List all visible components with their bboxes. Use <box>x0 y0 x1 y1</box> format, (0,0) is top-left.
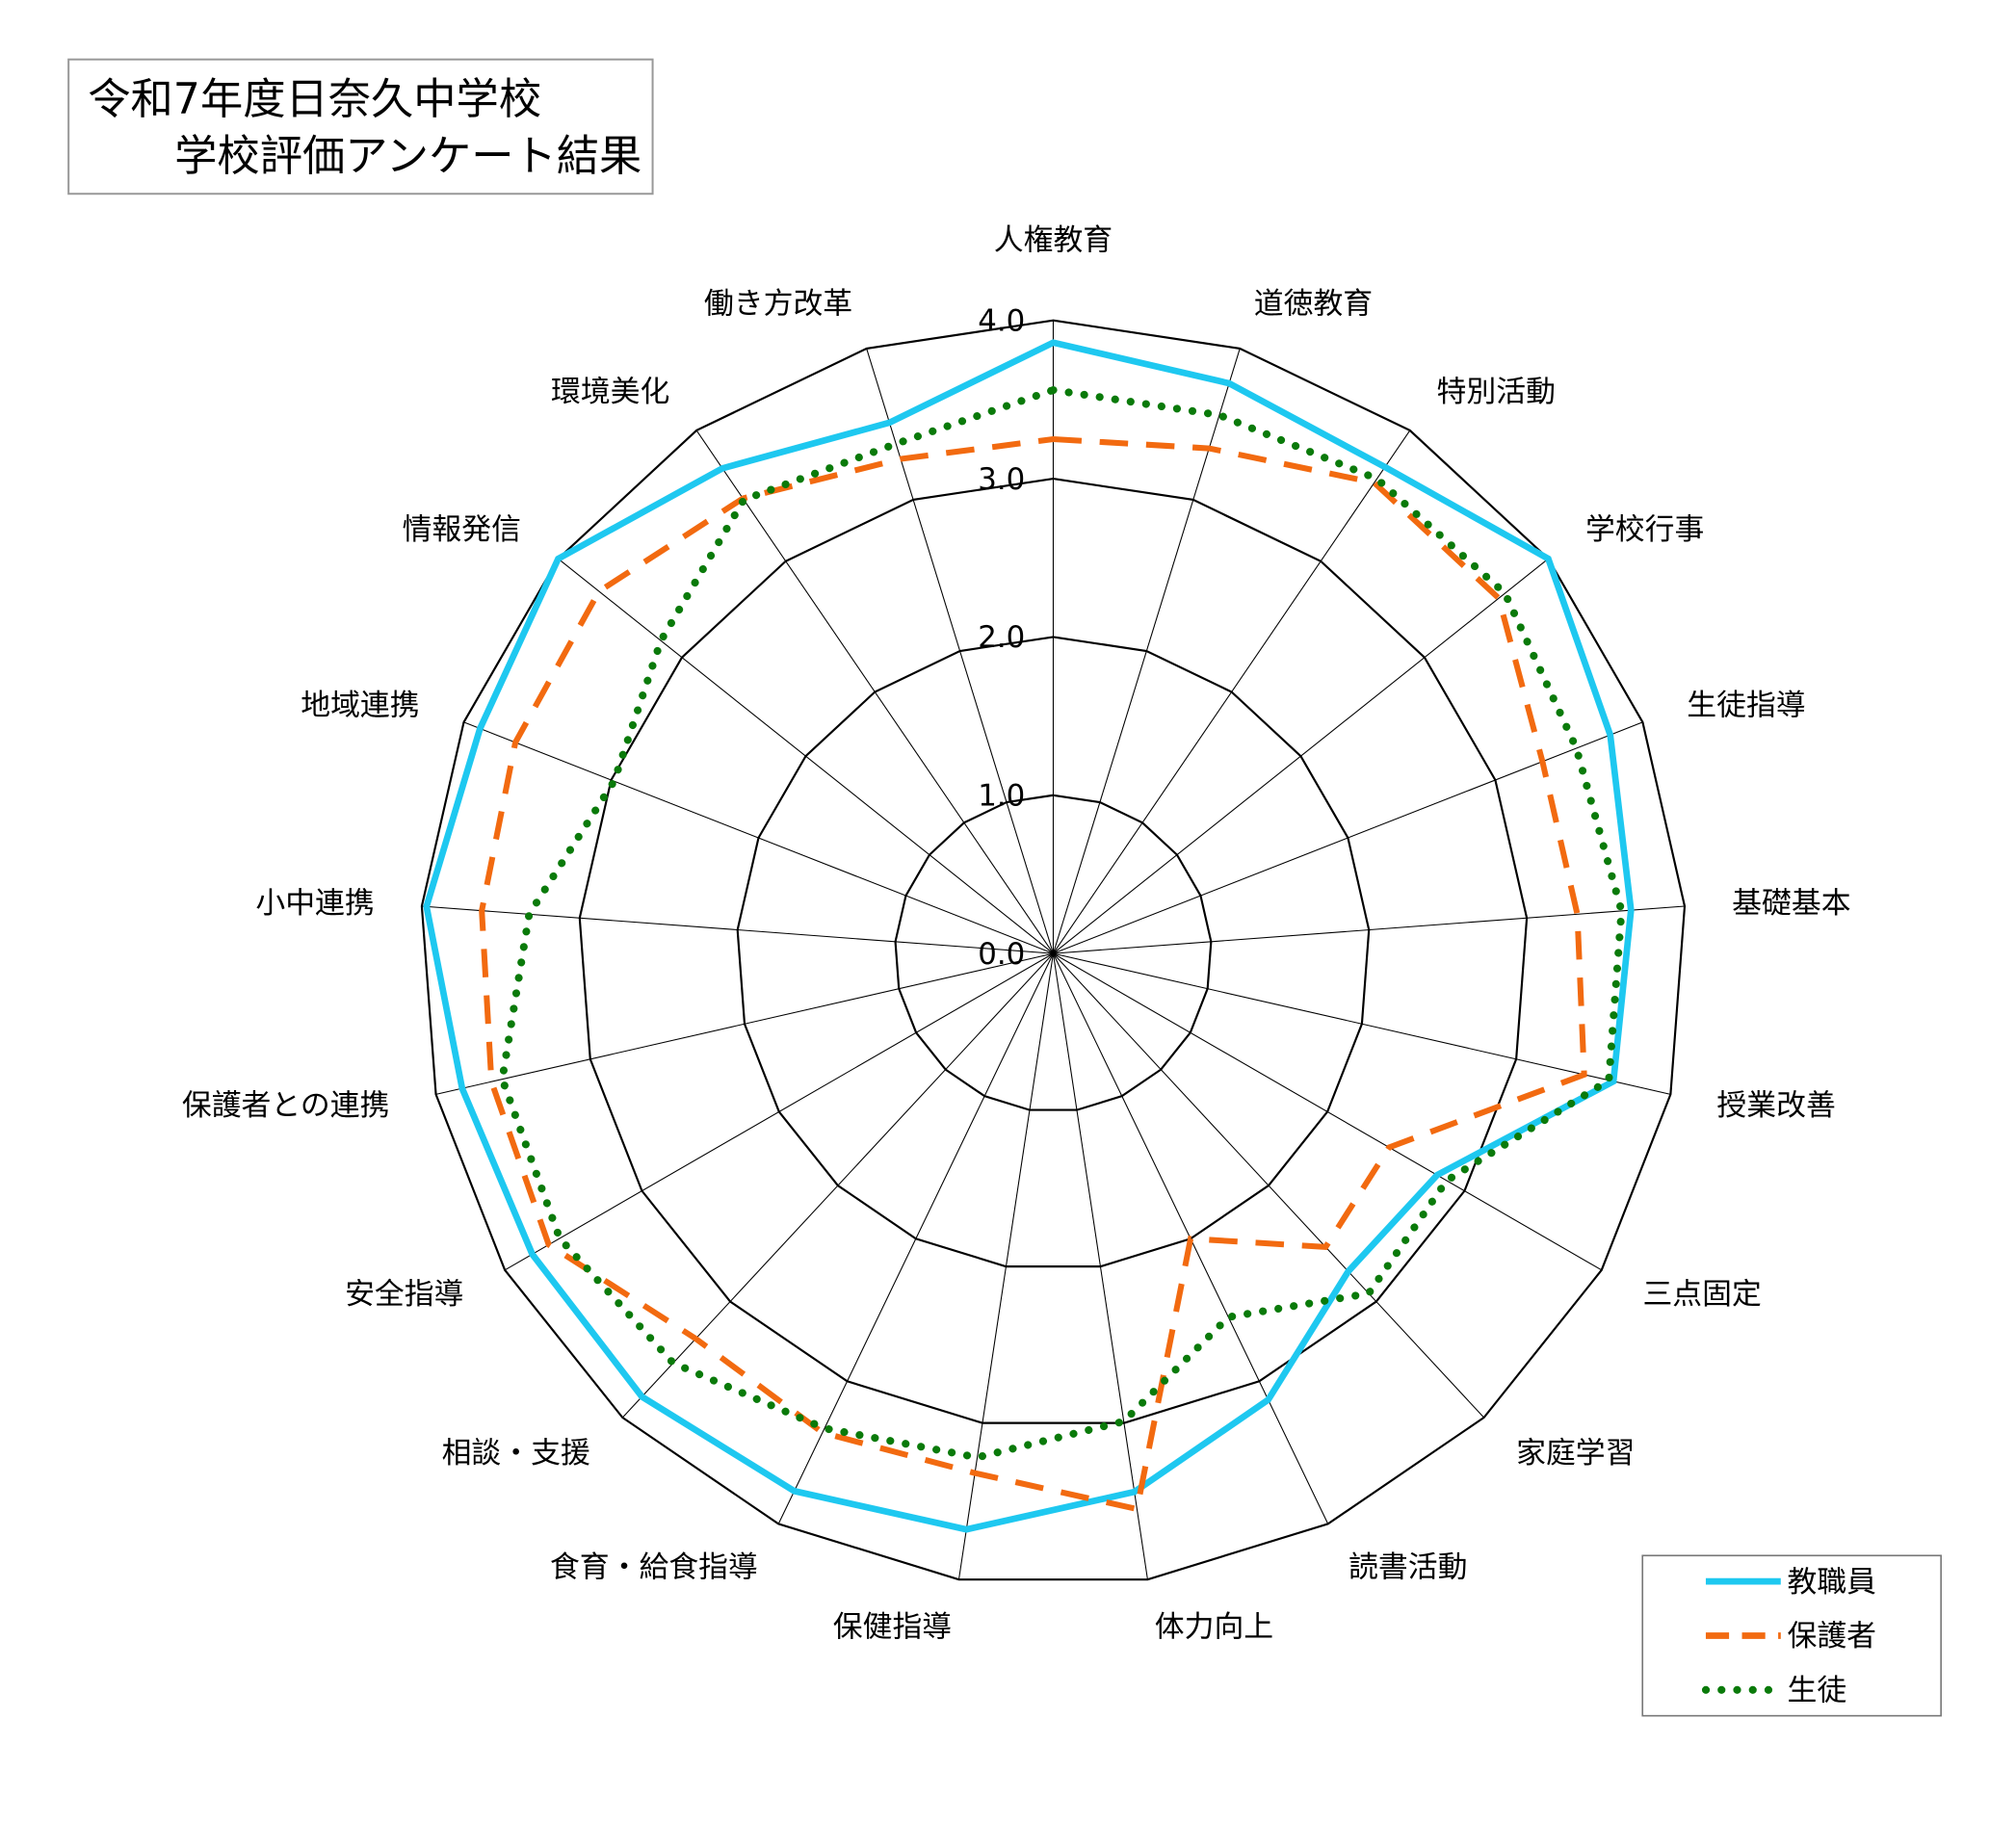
category-labels: 人権教育道徳教育特別活動学校行事生徒指導基礎基本授業改善三点固定家庭学習読書活動… <box>182 222 1851 1644</box>
legend-label: 教職員 <box>1787 1565 1876 1600</box>
spoke <box>695 430 1054 954</box>
tick-label: 4.0 <box>978 303 1025 338</box>
category-label: 保護者との連携 <box>182 1088 390 1123</box>
spoke <box>1053 952 1484 1419</box>
category-label: 人権教育 <box>994 222 1113 257</box>
category-label: 生徒指導 <box>1687 689 1805 723</box>
category-label: 食育・給食指導 <box>550 1550 758 1585</box>
spoke <box>1053 952 1603 1271</box>
spoke <box>777 952 1054 1524</box>
grid-ring-3 <box>578 477 1529 1424</box>
title-line-1: 令和7年度日奈久中学校 <box>88 75 541 124</box>
radar-grid <box>420 319 1687 1581</box>
category-label: 環境美化 <box>551 375 669 409</box>
category-label: 情報発信 <box>403 512 521 547</box>
grid-ring-2 <box>736 636 1371 1268</box>
grid-ring-1 <box>894 794 1213 1111</box>
category-label: 小中連携 <box>255 886 374 921</box>
spoke <box>1052 953 1148 1580</box>
category-label: 基礎基本 <box>1732 886 1850 921</box>
spoke <box>463 721 1054 954</box>
legend-label: 生徒 <box>1787 1674 1846 1708</box>
spoke <box>866 348 1054 954</box>
tick-labels: 0.0 1.0 2.0 3.0 4.0 <box>978 303 1025 971</box>
tick-label: 0.0 <box>978 937 1025 972</box>
title-line-2: 学校評価アンケート結果 <box>174 132 641 181</box>
series-line-生徒 <box>498 385 1626 1462</box>
spoke <box>1053 952 1671 1095</box>
spoke <box>421 905 1054 954</box>
tick-label: 1.0 <box>978 778 1025 813</box>
category-label: 家庭学習 <box>1516 1436 1635 1471</box>
category-label: 特別活動 <box>1437 375 1556 409</box>
tick-label: 3.0 <box>978 462 1025 497</box>
legend-label: 保護者 <box>1787 1619 1876 1654</box>
category-label: 働き方改革 <box>704 287 852 322</box>
tick-label: 2.0 <box>978 620 1025 655</box>
category-label: 読書活動 <box>1348 1550 1467 1585</box>
spoke <box>435 952 1054 1095</box>
spoke <box>504 952 1054 1271</box>
category-label: 地域連携 <box>301 689 419 723</box>
category-label: 授業改善 <box>1716 1088 1835 1123</box>
spoke <box>621 952 1054 1419</box>
series-group <box>423 339 1635 1533</box>
series-line-保護者 <box>479 435 1587 1513</box>
category-label: 保健指導 <box>833 1610 952 1645</box>
title-box: 令和7年度日奈久中学校 学校評価アンケート結果 <box>67 58 654 195</box>
spoke <box>1053 905 1686 954</box>
category-label: 三点固定 <box>1642 1277 1761 1312</box>
series-line-教職員 <box>423 339 1635 1533</box>
category-label: 道徳教育 <box>1254 287 1373 322</box>
spoke <box>1053 558 1549 954</box>
grid-ring-4 <box>420 319 1687 1581</box>
spoke <box>558 558 1054 954</box>
category-label: 学校行事 <box>1585 512 1704 547</box>
category-label: 体力向上 <box>1155 1610 1273 1645</box>
spoke <box>1053 430 1411 954</box>
category-label: 安全指導 <box>345 1277 463 1312</box>
spoke <box>1053 721 1643 954</box>
category-label: 相談・支援 <box>442 1436 590 1471</box>
